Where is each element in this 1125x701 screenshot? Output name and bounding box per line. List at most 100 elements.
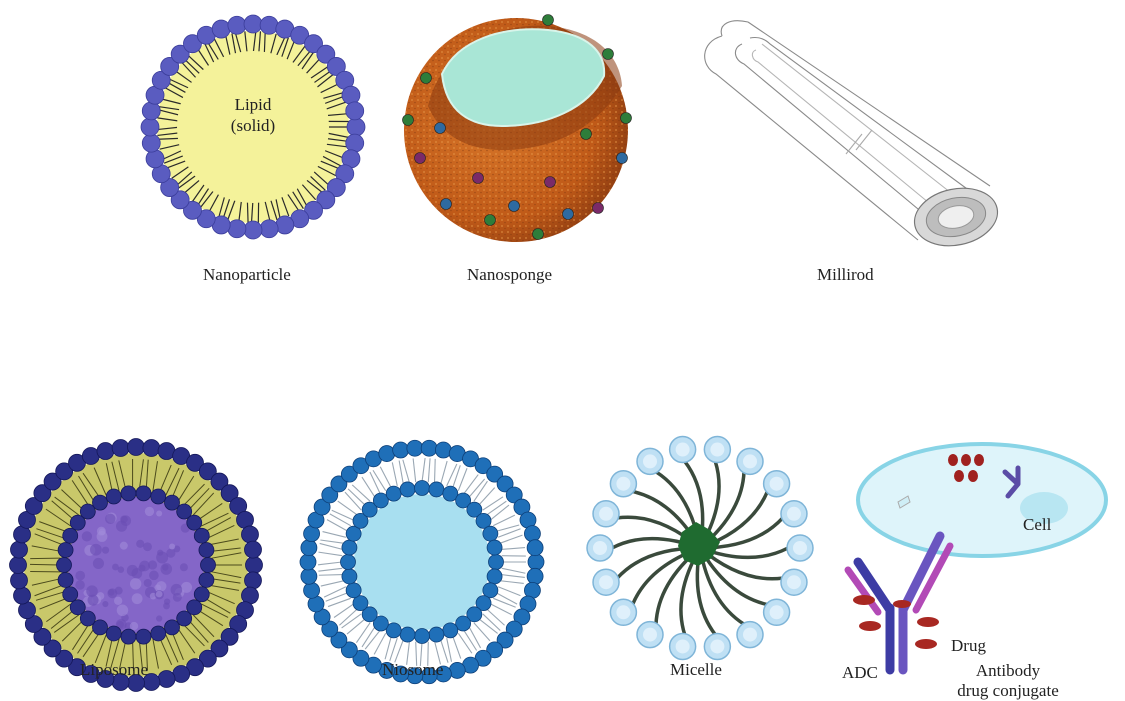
- liposome-head: [246, 557, 263, 574]
- lipid-head: [146, 150, 164, 168]
- sponge-molecule: [545, 177, 556, 188]
- niosome-head: [407, 440, 423, 456]
- niosome-head: [524, 526, 540, 542]
- niosome-head: [415, 481, 430, 496]
- millirod-inner-channel: [735, 37, 974, 219]
- lipid-head: [260, 16, 278, 34]
- liposome-head: [199, 543, 214, 558]
- lipid-head: [141, 118, 159, 136]
- cell-label: Cell: [1023, 515, 1052, 534]
- sponge-molecule: [435, 123, 446, 134]
- liposome-head: [241, 526, 258, 543]
- liposome-head: [10, 557, 27, 574]
- liposome-head: [136, 629, 151, 644]
- sponge-molecule: [593, 203, 604, 214]
- sponge-molecule: [441, 199, 452, 210]
- niosome-diagram: [292, 432, 552, 692]
- sponge-molecule: [543, 15, 554, 26]
- sponge-molecule: [533, 229, 544, 240]
- lipid-head: [342, 86, 360, 104]
- liposome-head: [165, 620, 180, 635]
- lipid-head: [346, 134, 364, 152]
- niosome-head: [341, 555, 356, 570]
- liposome-head: [11, 572, 28, 589]
- sponge-molecule: [563, 209, 574, 220]
- sponge-molecule: [621, 113, 632, 124]
- lipid-head: [212, 20, 230, 38]
- lipid-head: [228, 16, 246, 34]
- liposome-head: [70, 600, 85, 615]
- sponge-molecule: [603, 49, 614, 60]
- nanosponge-caption: Nanosponge: [467, 265, 552, 285]
- liposome-head: [187, 515, 202, 530]
- sponge-molecule: [485, 215, 496, 226]
- niosome-tail: [435, 459, 436, 483]
- niosome-head: [400, 627, 415, 642]
- liposome-head: [121, 486, 136, 501]
- micelle-diagram: [570, 418, 830, 678]
- adc-label: ADC: [842, 663, 878, 682]
- liposome-head: [201, 558, 216, 573]
- niosome-head: [301, 568, 317, 584]
- niosome-head: [489, 555, 504, 570]
- liposome-head: [97, 443, 114, 460]
- niosome-head: [346, 583, 361, 598]
- drug-payload-icon: [853, 595, 939, 649]
- niosome-head: [449, 662, 465, 678]
- liposome-head: [93, 495, 108, 510]
- liposome-head: [199, 572, 214, 587]
- niosome-head: [429, 482, 444, 497]
- lipid-head: [276, 216, 294, 234]
- liposome-head: [244, 572, 261, 589]
- sponge-molecule: [415, 153, 426, 164]
- niosome-caption: Niosome: [382, 660, 443, 680]
- millirod-caption: Millirod: [817, 265, 874, 285]
- liposome-head: [194, 528, 209, 543]
- lipid-head: [142, 134, 160, 152]
- niosome-head: [527, 540, 543, 556]
- liposome-diagram: [6, 435, 266, 695]
- liposome-head: [106, 489, 121, 504]
- micelle-caption: Micelle: [670, 660, 722, 680]
- drug-label: Drug: [951, 636, 986, 655]
- adc-caption: Antibody drug conjugate: [943, 661, 1073, 701]
- sponge-molecule: [403, 115, 414, 126]
- liposome-head: [106, 626, 121, 641]
- liposome-head: [14, 587, 31, 604]
- liposome-head: [112, 440, 129, 457]
- lipid-head: [228, 220, 246, 238]
- nanoparticle-caption: Nanoparticle: [203, 265, 291, 285]
- niosome-head: [415, 629, 430, 644]
- sponge-molecule: [421, 73, 432, 84]
- lipid-head: [244, 15, 262, 33]
- niosome-head: [527, 568, 543, 584]
- niosome-head: [300, 554, 316, 570]
- liposome-head: [143, 440, 160, 457]
- lipid-head: [260, 220, 278, 238]
- niosome-head: [435, 442, 451, 458]
- liposome-head: [11, 541, 28, 558]
- niosome-head: [421, 440, 437, 456]
- solid-label: (solid): [231, 116, 275, 135]
- liposome-head: [151, 489, 166, 504]
- niosome-head: [379, 446, 395, 462]
- adc-caption-line1: Antibody: [943, 661, 1073, 681]
- sponge-molecule: [473, 173, 484, 184]
- millirod-diagram: [690, 14, 1020, 254]
- liposome-head: [58, 543, 73, 558]
- niosome-tail: [319, 575, 343, 576]
- niosome-head: [443, 623, 458, 638]
- sponge-molecule: [509, 201, 520, 212]
- lipid-head: [347, 118, 365, 136]
- liposome-tail: [30, 564, 60, 565]
- liposome-head: [136, 486, 151, 501]
- niosome-head: [304, 582, 320, 598]
- liposome-head: [151, 626, 166, 641]
- niosome-head: [342, 569, 357, 584]
- lipid-head: [142, 102, 160, 120]
- lipid-label: Lipid: [235, 95, 272, 114]
- liposome-head: [194, 587, 209, 602]
- adc-caption-line2: drug conjugate: [943, 681, 1073, 701]
- nanoparticle-diagram: Lipid (solid): [138, 12, 368, 242]
- niosome-head: [400, 482, 415, 497]
